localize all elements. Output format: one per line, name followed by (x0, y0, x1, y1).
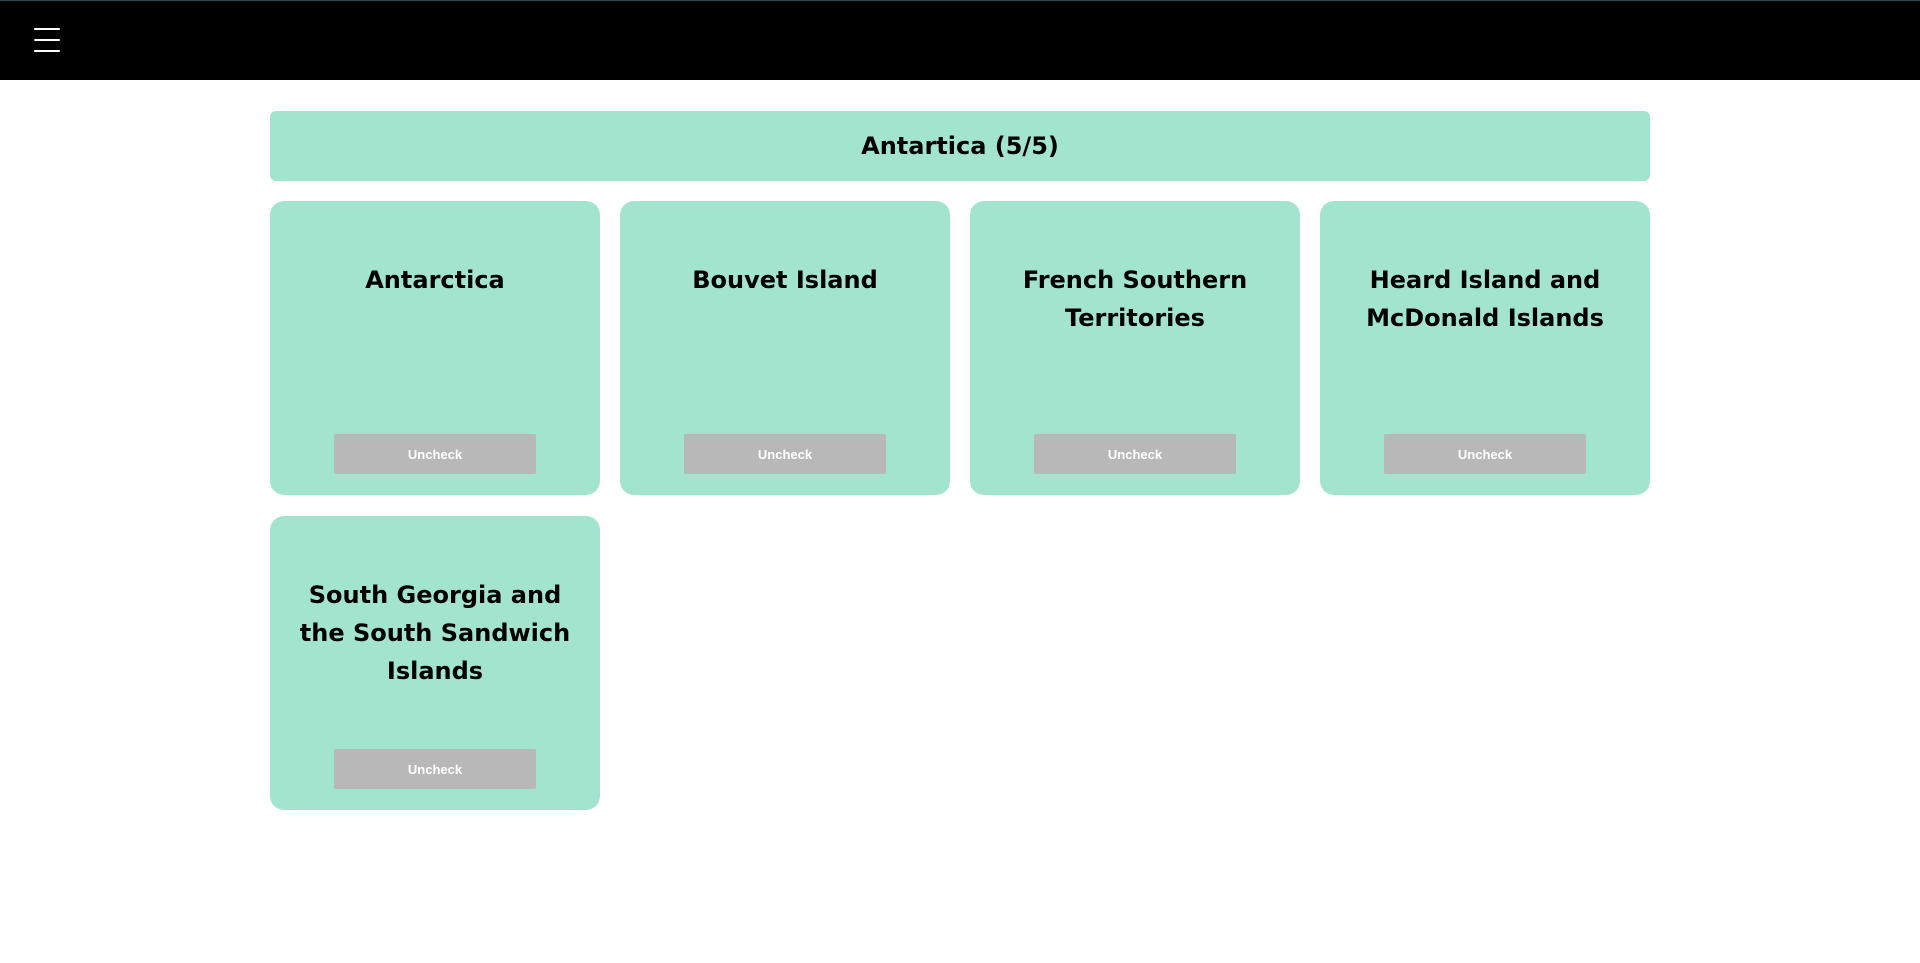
country-card: South Georgia and the South Sandwich Isl… (270, 516, 600, 810)
country-card: Antarctica Uncheck (270, 201, 600, 495)
country-card: Heard Island and McDonald Islands Unchec… (1320, 201, 1650, 495)
country-name: South Georgia and the South Sandwich Isl… (299, 581, 571, 685)
menu-line (34, 39, 60, 41)
uncheck-button[interactable]: Uncheck (334, 749, 536, 789)
region-header: Antartica (5/5) (270, 111, 1650, 181)
country-name: French Southern Territories (1022, 266, 1248, 332)
menu-line (34, 50, 60, 52)
country-card: Bouvet Island Uncheck (620, 201, 950, 495)
country-name: Antarctica (365, 266, 505, 294)
country-name: Heard Island and McDonald Islands (1366, 266, 1604, 332)
top-navigation-bar (0, 0, 1920, 80)
uncheck-button[interactable]: Uncheck (684, 434, 886, 474)
menu-line (34, 28, 60, 30)
country-name: Bouvet Island (692, 266, 878, 294)
uncheck-button[interactable]: Uncheck (1034, 434, 1236, 474)
country-card-grid: Antarctica Uncheck Bouvet Island Uncheck… (270, 201, 1650, 810)
hamburger-menu-icon[interactable] (34, 28, 60, 52)
uncheck-button[interactable]: Uncheck (1384, 434, 1586, 474)
uncheck-button[interactable]: Uncheck (334, 434, 536, 474)
country-card: French Southern Territories Uncheck (970, 201, 1300, 495)
